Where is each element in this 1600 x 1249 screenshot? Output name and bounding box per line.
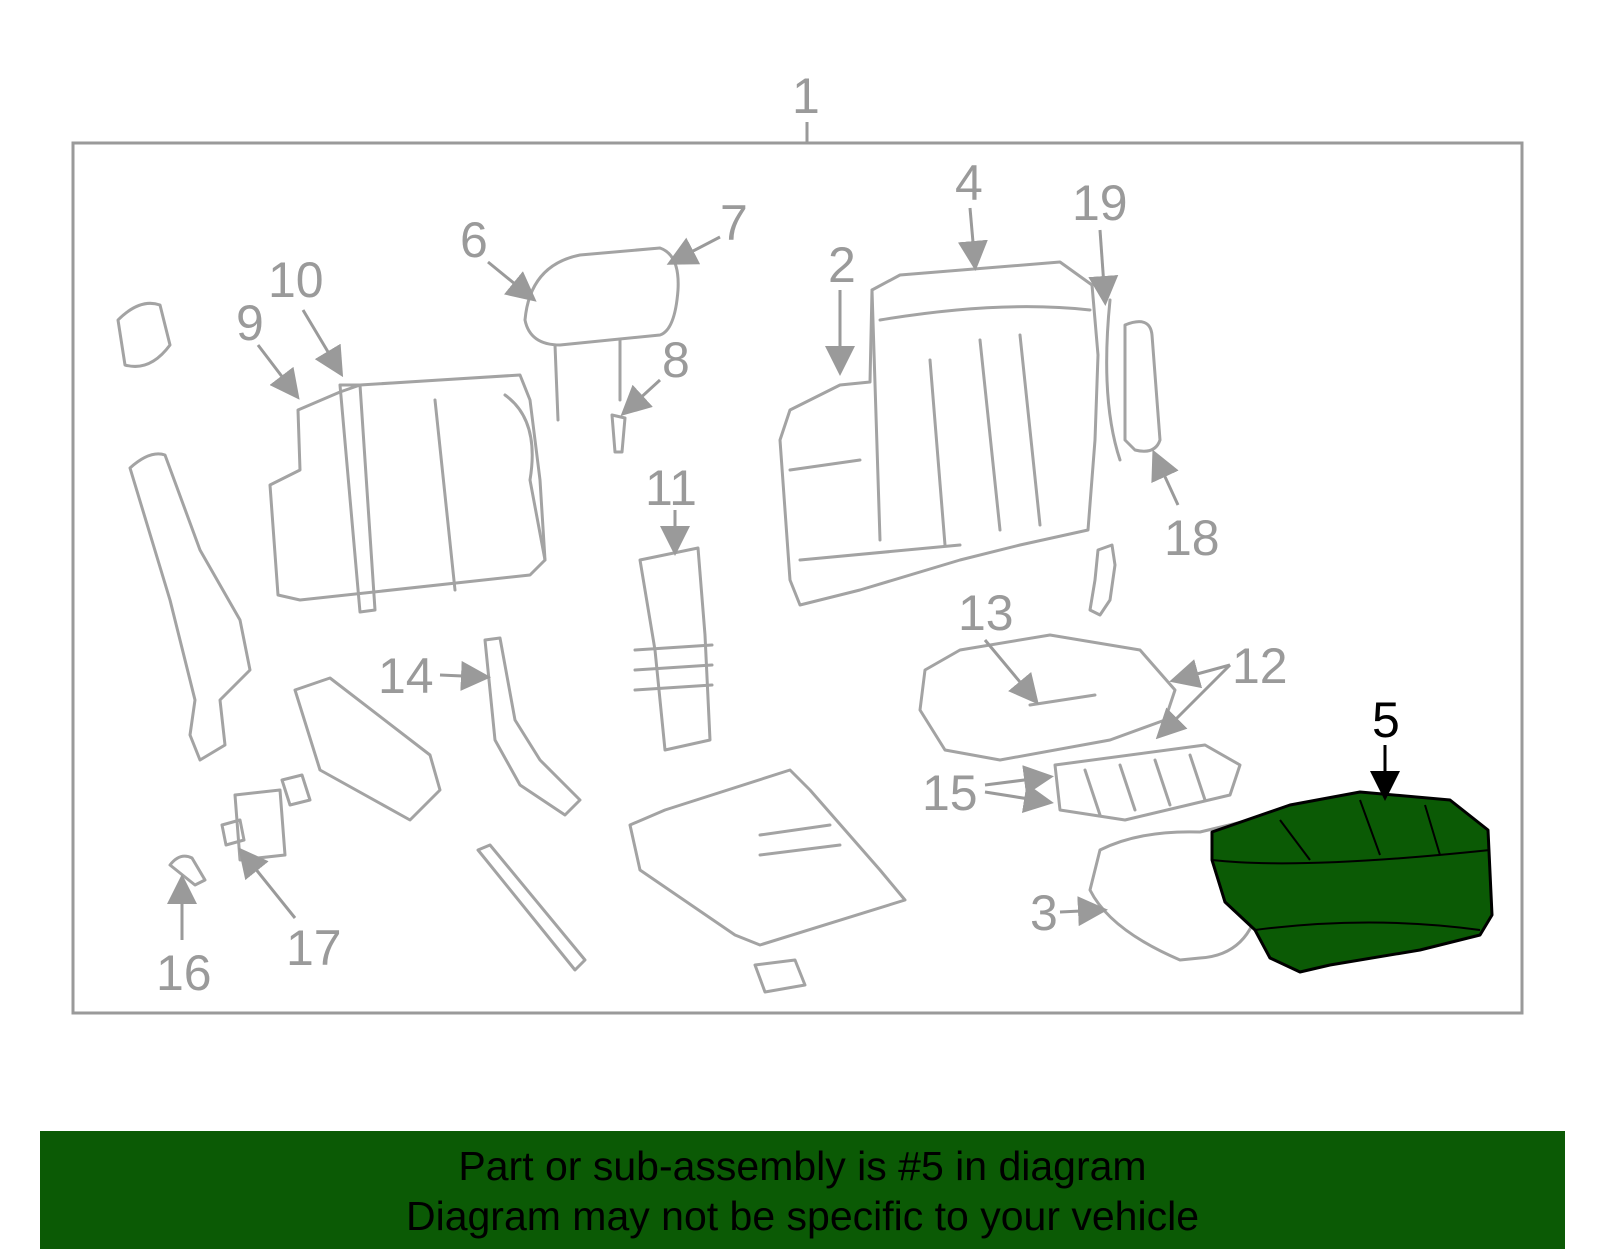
- info-banner: Part or sub-assembly is #5 in diagram Di…: [40, 1131, 1565, 1249]
- leader-17: [238, 847, 297, 919]
- callout-7: 7: [720, 195, 748, 251]
- seat-cushion-pad: [1088, 818, 1262, 962]
- side-trim-panel: [1123, 320, 1162, 453]
- leader-4: [957, 207, 988, 271]
- leader-15b: [984, 783, 1054, 814]
- recliner-cover: [128, 452, 252, 762]
- leader-13: [983, 639, 1039, 705]
- cushion-clip: [1088, 543, 1117, 617]
- callout-8: 8: [662, 332, 690, 388]
- headrest: [523, 246, 680, 454]
- side-shield: [293, 676, 442, 822]
- banner-line-1: Part or sub-assembly is #5 in diagram: [458, 1143, 1147, 1189]
- seat-cushion-frame: [918, 633, 1177, 762]
- small-fasteners: [168, 773, 312, 887]
- seat-adjuster: [628, 768, 907, 994]
- seat-cushion-cover-highlighted[interactable]: [1210, 790, 1494, 974]
- callout-15: 15: [922, 765, 978, 821]
- callout-18: 18: [1164, 510, 1220, 566]
- callout-11: 11: [645, 460, 697, 516]
- leader-7: [666, 235, 721, 265]
- leader-3: [1059, 896, 1108, 927]
- callout-3: 3: [1030, 885, 1058, 941]
- seat-back-frame: [268, 373, 547, 614]
- leader-10: [301, 309, 344, 378]
- callout-12: 12: [1232, 638, 1288, 694]
- assembly-frame: [71, 141, 1524, 1015]
- leader-6: [487, 260, 537, 302]
- leader-18: [1151, 449, 1180, 506]
- leader-19: [1088, 229, 1119, 306]
- callout-17: 17: [286, 920, 342, 976]
- banner-line-2: Diagram may not be specific to your vehi…: [405, 1193, 1199, 1239]
- callout-1: 1: [792, 68, 820, 124]
- callout-14: 14: [378, 648, 434, 704]
- leader-8: [620, 378, 662, 417]
- callout-13: 13: [958, 585, 1014, 641]
- leader-9: [256, 344, 300, 400]
- leader-12b: [1155, 663, 1232, 740]
- callout-10: 10: [268, 252, 324, 308]
- callout-5: 5: [1372, 692, 1400, 748]
- callout-2: 2: [828, 237, 856, 293]
- callout-9: 9: [236, 295, 264, 351]
- callout-6: 6: [460, 212, 488, 268]
- lumbar-support: [633, 546, 714, 752]
- callout-4: 4: [955, 155, 983, 211]
- seat-back-cushion: [778, 260, 1122, 607]
- leader-14: [439, 660, 491, 691]
- callout-19: 19: [1072, 175, 1128, 231]
- leader-12a: [1169, 659, 1231, 689]
- seat-spring: [1053, 743, 1242, 822]
- leader-15a: [984, 765, 1054, 795]
- seat-track: [476, 636, 587, 972]
- callout-16: 16: [156, 945, 212, 1001]
- trim-cap: [116, 301, 172, 368]
